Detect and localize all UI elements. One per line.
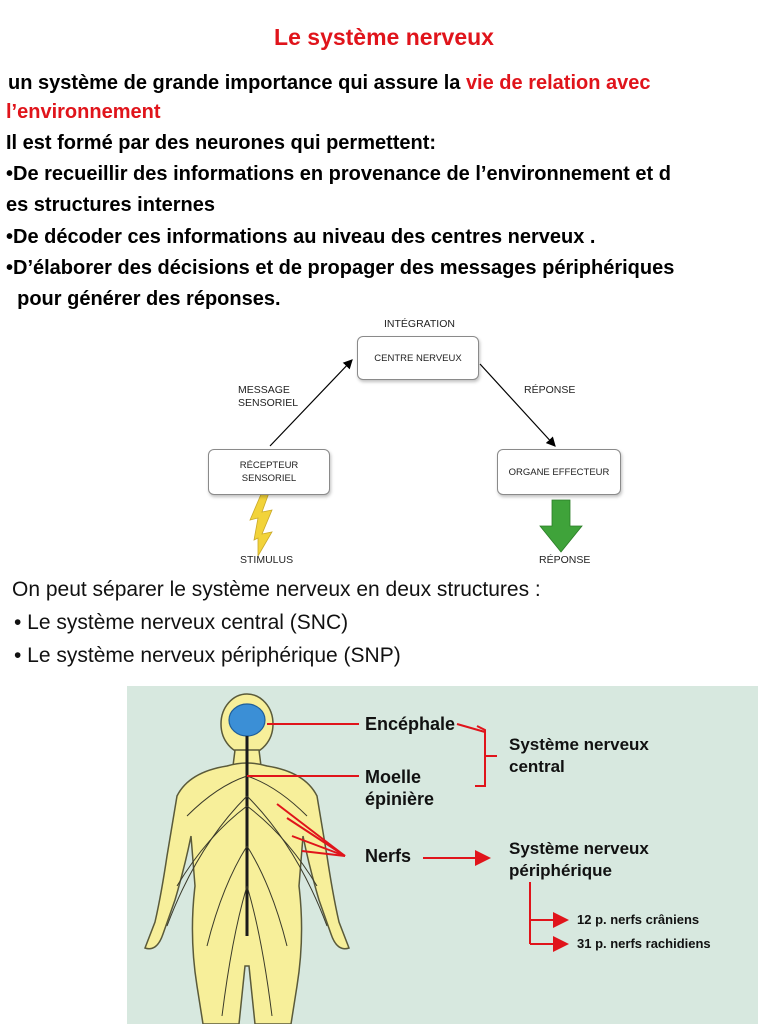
recepteur-label-line-2: SENSORIEL (241, 473, 297, 484)
intro-line-3: Il est formé par des neurones qui permet… (6, 132, 437, 154)
snc-line-2: central (509, 757, 565, 776)
organe-effecteur-label: ORGANE EFFECTEUR (508, 466, 610, 478)
integration-label: INTÉGRATION (384, 318, 455, 330)
message-sensoriel-label: MESSAGE SENSORIEL (238, 384, 298, 410)
bullet-3-cont: pour générer des réponses. (6, 288, 281, 310)
anatomy-figure: Encéphale Moelle épinière Nerfs Système … (127, 686, 758, 1024)
intro-line-1: un système de grande importance qui assu… (8, 68, 650, 99)
pointer-lines (247, 723, 569, 952)
encephale-label: Encéphale (365, 714, 456, 734)
centre-nerveux-box: CENTRE NERVEUX (357, 336, 479, 380)
bullet-1: •De recueillir des informations en prove… (6, 163, 671, 185)
stimulus-bolt-icon (249, 489, 273, 558)
nerfs-rachidiens-label: 31 p. nerfs rachidiens (577, 936, 711, 951)
structure-snp: • Le système nerveux périphérique (SNP) (14, 644, 401, 667)
page-title: Le système nerveux (274, 24, 494, 50)
snp-label: Système nerveux périphérique (509, 838, 649, 882)
snp-line-2: périphérique (509, 861, 612, 880)
reponse-label: RÉPONSE (524, 384, 576, 396)
intro-highlight: vie de relation avec (465, 72, 651, 94)
flow-diagram: INTÉGRATION CENTRE NERVEUX MESSAGE SENSO… (0, 312, 768, 574)
bullet-3: •D’élaborer des décisions et de propager… (6, 257, 675, 279)
reponse-bottom-label: RÉPONSE (539, 554, 591, 566)
nerfs-label: Nerfs (365, 846, 412, 866)
nerfs-craniens-label: 12 p. nerfs crâniens (577, 912, 700, 927)
moelle-line-2: épinière (365, 789, 435, 809)
moelle-line-1: Moelle (365, 767, 422, 787)
recepteur-label-line-1: RÉCEPTEUR (239, 460, 299, 471)
organe-effecteur-box: ORGANE EFFECTEUR (497, 449, 621, 495)
brain-icon (228, 703, 266, 737)
bullet-2: •De décoder ces informations au niveau d… (6, 226, 596, 248)
arrow-to-organe (479, 363, 556, 447)
recepteur-box: RÉCEPTEUR SENSORIEL (208, 449, 330, 495)
intro-line-2: l’environnement (6, 101, 161, 123)
message-label-line-1: MESSAGE (238, 384, 290, 396)
arrow-to-centre (269, 359, 353, 447)
stimulus-label: STIMULUS (240, 554, 294, 566)
moelle-epiniere-label: Moelle épinière (365, 766, 434, 810)
structure-snc: • Le système nerveux central (SNC) (14, 611, 349, 634)
intro-line-1-text: un système de grande importance qui assu… (8, 72, 466, 94)
body-illustration (144, 693, 569, 1024)
message-label-line-2: SENSORIEL (238, 397, 299, 409)
snp-line-1: Système nerveux (509, 839, 649, 858)
bullet-1-cont: es structures internes (6, 194, 215, 216)
structures-intro: On peut séparer le système nerveux en de… (12, 578, 541, 601)
centre-nerveux-label: CENTRE NERVEUX (374, 352, 462, 364)
snc-line-1: Système nerveux (509, 735, 649, 754)
snc-label: Système nerveux central (509, 734, 649, 778)
flow-diagram-arrows (249, 359, 583, 558)
nerves-lines (166, 775, 328, 1017)
response-arrow-icon (539, 499, 583, 553)
